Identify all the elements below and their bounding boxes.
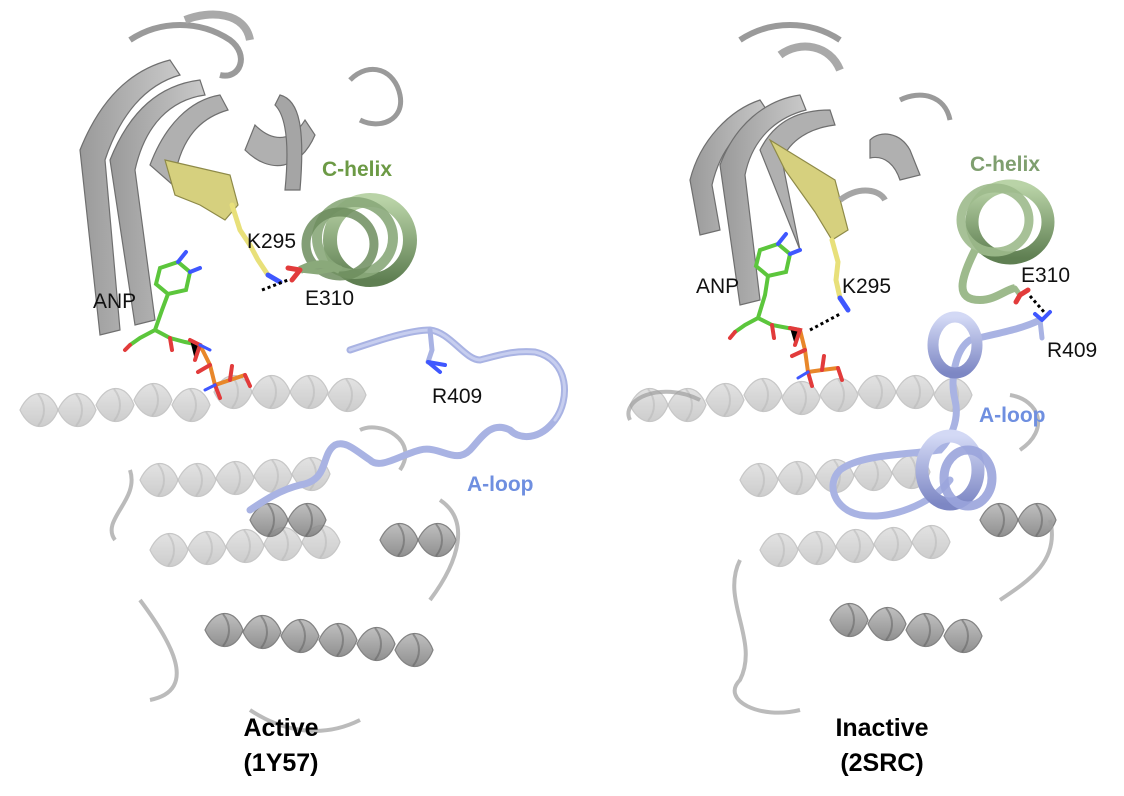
arg-label: R409 bbox=[432, 385, 482, 408]
lys-label: K295 bbox=[247, 230, 296, 253]
glu-sidechain bbox=[285, 265, 343, 283]
hbond-dashes-lys-phosphate bbox=[809, 312, 841, 332]
panel-state-title: Inactive bbox=[835, 714, 928, 742]
activation-loop bbox=[829, 311, 1044, 520]
panel-state-title: Active bbox=[243, 714, 318, 742]
c-helix bbox=[298, 193, 417, 287]
c-helix-label: C-helix bbox=[970, 153, 1040, 176]
panel-pdb-id: (1Y57) bbox=[243, 749, 318, 777]
glu-label: E310 bbox=[305, 287, 354, 310]
protein-coil bbox=[626, 389, 1054, 715]
arg-sidechain bbox=[1033, 310, 1052, 341]
glu-label: E310 bbox=[1021, 264, 1070, 287]
protein-coil bbox=[109, 425, 461, 733]
hbond-dashes bbox=[1028, 295, 1046, 313]
glu-sidechain bbox=[1012, 285, 1031, 305]
anp-label: ANP bbox=[696, 275, 739, 298]
lys-sidechain bbox=[829, 237, 851, 313]
n-lobe-beta-sheet bbox=[79, 10, 404, 336]
inactive-structure: C-helix K295 E310 ANP R409 A-loop Inacti… bbox=[626, 22, 1097, 777]
c-helix bbox=[956, 179, 1055, 305]
arg-sidechain bbox=[425, 327, 447, 374]
anp-ligand bbox=[123, 250, 252, 400]
anp-label: ANP bbox=[93, 290, 136, 313]
arg-label: R409 bbox=[1047, 339, 1097, 362]
a-loop-label: A-loop bbox=[467, 473, 533, 496]
lys-label: K295 bbox=[842, 275, 891, 298]
hbond-dashes bbox=[261, 278, 289, 292]
beta-strand-lys bbox=[164, 159, 239, 221]
lys-sidechain bbox=[229, 202, 283, 285]
anp-ligand bbox=[728, 232, 844, 388]
panel-pdb-id: (2SRC) bbox=[840, 749, 923, 777]
c-lobe-helices bbox=[19, 374, 367, 568]
c-lobe-front-helices bbox=[829, 502, 1057, 654]
active-structure: C-helix K295 E310 ANP R409 A-loop Active… bbox=[19, 10, 568, 777]
n-lobe-beta-sheet bbox=[689, 22, 953, 306]
c-helix-label: C-helix bbox=[322, 158, 392, 181]
a-loop-label: A-loop bbox=[979, 404, 1045, 427]
